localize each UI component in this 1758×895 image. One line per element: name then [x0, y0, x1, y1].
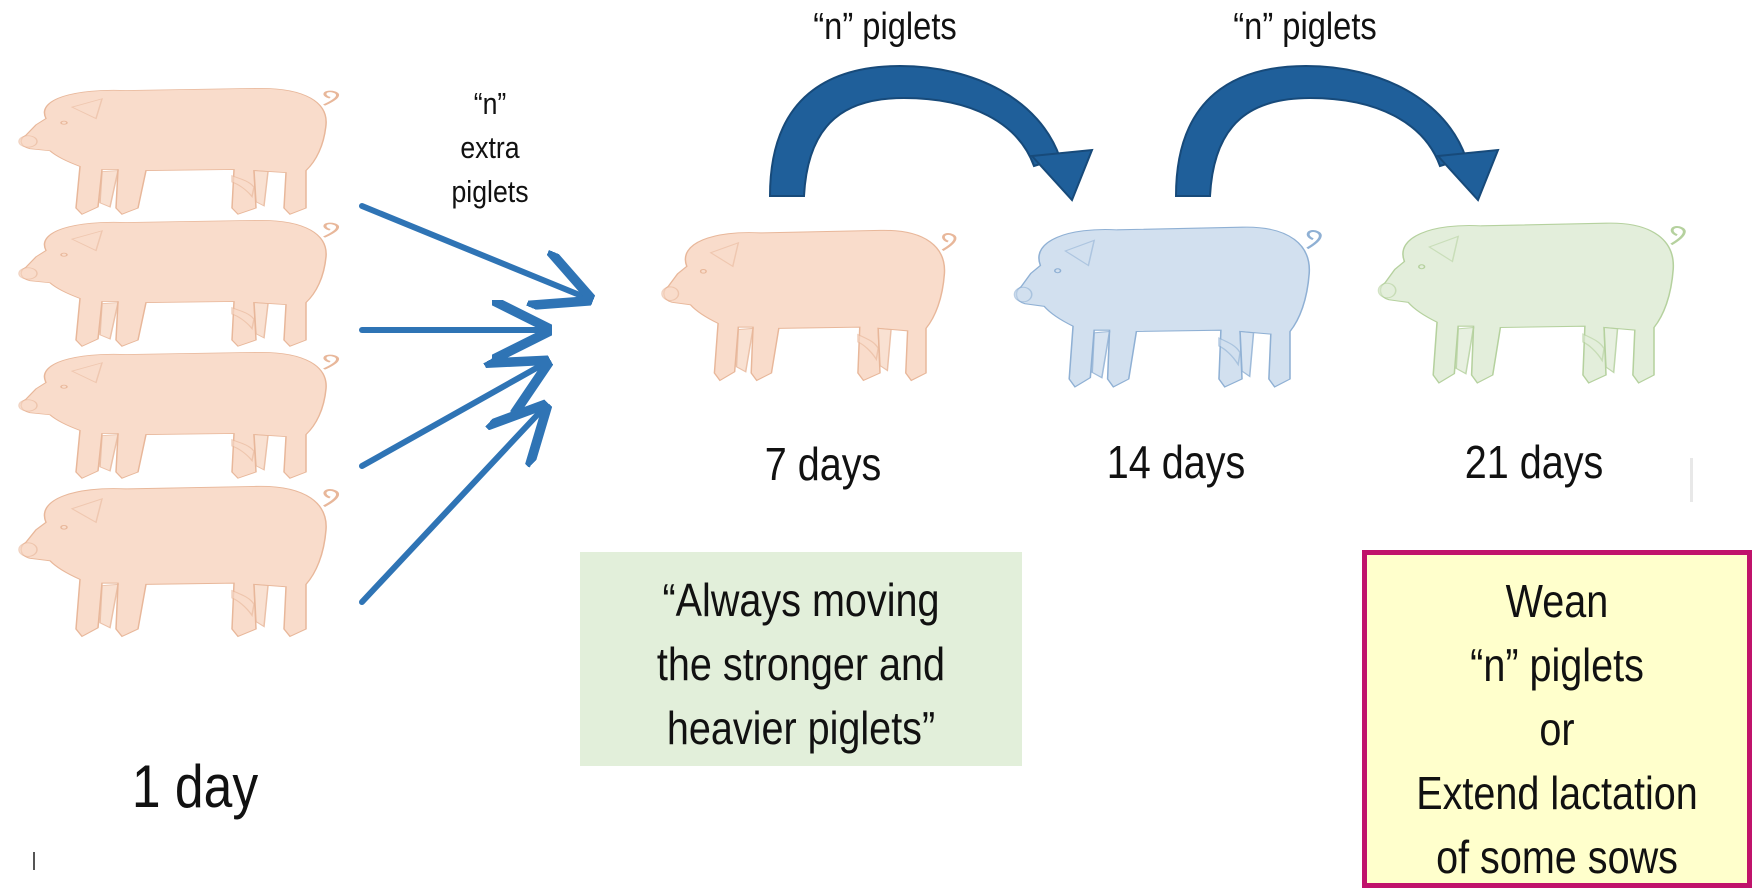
extra-line-1: “n” [430, 82, 550, 126]
transfer-label-1: “n” piglets [786, 4, 984, 50]
curved-arrow-icon [770, 66, 1092, 200]
extra-line-3: piglets [430, 170, 550, 214]
day-21-label: 21 days [1457, 434, 1612, 490]
wean-line-1: Wean [1394, 569, 1721, 633]
arrow-icon [362, 366, 540, 466]
wean-option-box: Wean “n” piglets or Extend lactation of … [1362, 550, 1752, 888]
wean-line-2: “n” piglets [1394, 633, 1721, 697]
pig-icon [19, 486, 338, 636]
pig-icon [19, 352, 338, 478]
note-line-3: heavier piglets” [611, 696, 991, 760]
arrow-icon [362, 206, 582, 296]
divider [1690, 458, 1693, 502]
wean-line-3: or [1394, 697, 1721, 761]
divider [33, 852, 35, 870]
day-1-label: 1 day [113, 752, 276, 822]
extra-line-2: extra [430, 126, 550, 170]
wean-line-4: Extend lactation [1394, 761, 1721, 825]
transfer-arrows [362, 206, 582, 602]
note-line-2: the stronger and [611, 632, 991, 696]
pig-icon [1014, 227, 1320, 387]
pig-icon [662, 230, 955, 380]
pig-icon [1378, 223, 1684, 383]
pig-icon [19, 88, 338, 214]
wean-line-5: of some sows [1394, 825, 1721, 889]
arrow-icon [362, 412, 540, 602]
strategy-note-box: “Always moving the stronger and heavier … [580, 552, 1022, 766]
transfer-label-2: “n” piglets [1206, 4, 1404, 50]
sow-stack-day1 [19, 88, 338, 636]
note-line-1: “Always moving [611, 568, 991, 632]
extra-piglets-label: “n” extra piglets [430, 82, 550, 214]
curved-arrow-icon [1176, 66, 1498, 200]
day-14-label: 14 days [1099, 434, 1254, 490]
day-7-label: 7 days [750, 436, 896, 492]
pig-icon [19, 220, 338, 346]
